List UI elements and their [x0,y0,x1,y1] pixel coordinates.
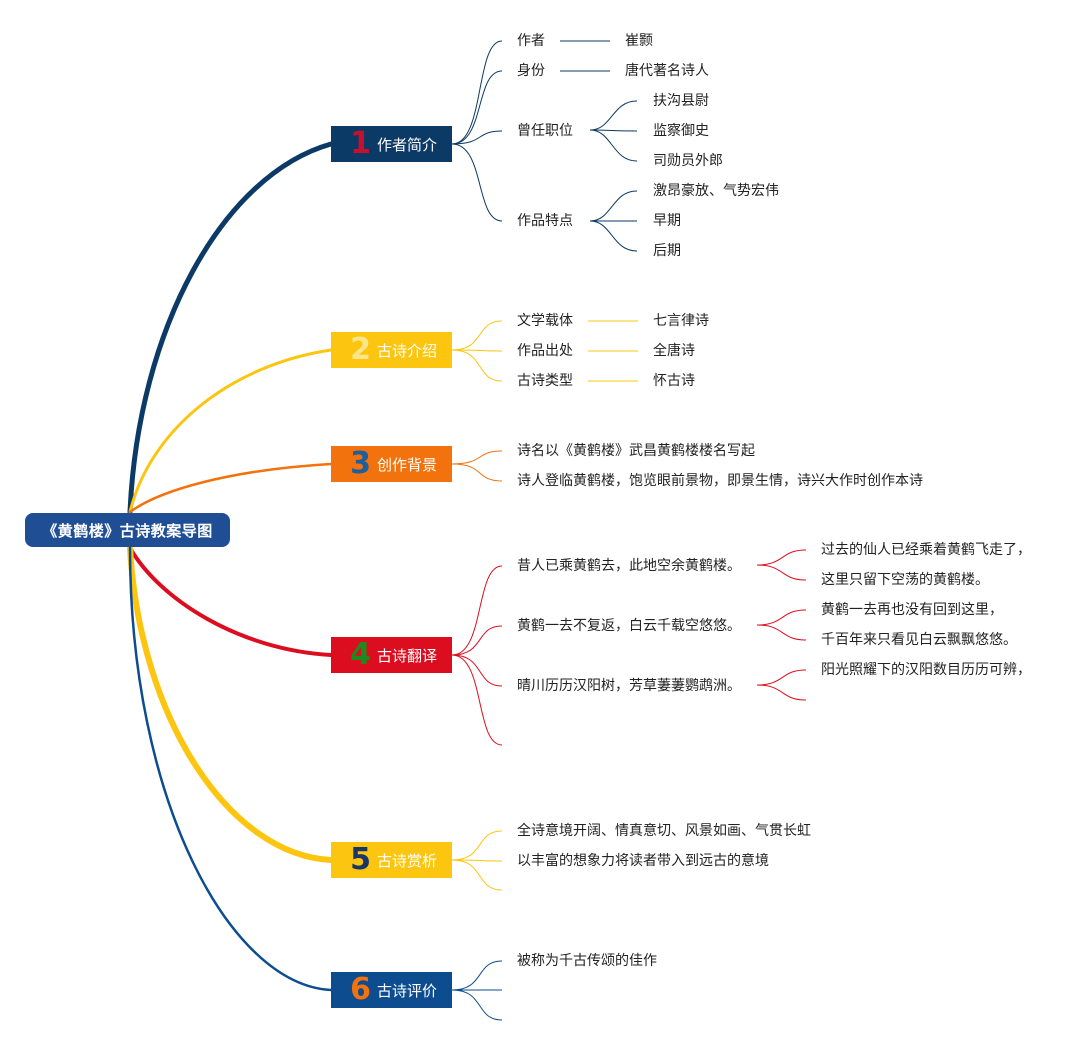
b2-item-2-value[interactable]: 全唐诗 [653,343,695,359]
b2-link-3 [451,349,503,382]
branch-1-number: 1 [350,126,371,161]
b4-line-1-translation-1[interactable]: 过去的仙人已经乘着黄鹤飞走了， [821,542,1031,558]
branch-2-number: 2 [350,332,371,367]
b4-link-3 [451,654,503,687]
root-title: 《黄鹤楼》古诗教案导图 [42,521,213,540]
b1-link-feat-1 [589,190,638,222]
branch-3-node[interactable]: 3 创作背景 [331,446,452,482]
b1-link-positions [451,130,503,145]
b6-item-1[interactable]: 被称为千古传颂的佳作 [517,953,657,969]
b2-link-2 [451,349,503,352]
main-branch-6-line [128,546,333,992]
b2-item-2-label[interactable]: 作品出处 [517,343,573,359]
b1-item-author-label[interactable]: 作者 [517,33,545,49]
b1-feature-2[interactable]: 早期 [653,213,681,229]
root-node[interactable]: 《黄鹤楼》古诗教案导图 [25,513,230,547]
b5-link-2 [451,859,503,862]
b1-item-identity-label[interactable]: 身份 [517,63,545,79]
b3-item-2[interactable]: 诗人登临黄鹤楼，饱览眼前景物，即景生情，诗兴大作时创作本诗 [517,473,923,489]
b1-item-identity-value[interactable]: 唐代著名诗人 [625,63,709,79]
b1-link-feat-3 [589,220,638,252]
b4-link-1b [756,564,807,581]
b1-link-identity [451,70,503,145]
main-branch-4-line [128,546,333,657]
branch-2-label: 古诗介绍 [377,341,438,360]
b1-position-1[interactable]: 扶沟县尉 [653,93,709,109]
b2-item-1-value[interactable]: 七言律诗 [653,313,709,329]
b2-item-1-label[interactable]: 文学载体 [517,313,573,329]
b5-item-1[interactable]: 全诗意境开阔、情真意切、风景如画、气贯长虹 [517,823,811,839]
branch-4-label: 古诗翻译 [377,646,438,665]
b3-item-1[interactable]: 诗名以《黄鹤楼》武昌黄鹤楼楼名写起 [517,443,755,459]
b1-item-author-value[interactable]: 崔颢 [625,33,653,49]
b4-link-2a [756,609,807,626]
b1-feature-1[interactable]: 激昂豪放、气势宏伟 [653,183,779,199]
b4-link-2 [451,625,503,656]
branch-2-node[interactable]: 2 古诗介绍 [331,332,452,368]
b1-item-features-label[interactable]: 作品特点 [517,213,573,229]
b4-line-2-translation-2[interactable]: 千百年来只看见白云飘飘悠悠。 [821,632,1017,648]
branch-6-number: 6 [350,972,371,1007]
main-branch-2-line [128,348,333,514]
b1-link-author [451,40,503,145]
branch-6-node[interactable]: 6 古诗评价 [331,972,452,1008]
main-branch-3-line [128,462,333,514]
branch-5-label: 古诗赏析 [377,851,438,870]
main-branch-5-line [127,545,334,863]
b6-link-1 [451,960,503,991]
b6-link-3 [451,989,503,1021]
b2-item-3-label[interactable]: 古诗类型 [517,373,573,389]
branch-3-label: 创作背景 [377,455,438,474]
main-branch-1-line [127,141,334,515]
b1-link-pos-2 [589,129,638,132]
branch-5-number: 5 [350,842,371,877]
b4-link-2b [756,624,807,641]
b3-link-2 [451,463,503,482]
branch-5-node[interactable]: 5 古诗赏析 [331,842,452,878]
b1-link-pos-3 [589,129,638,162]
b2-link-1 [451,320,503,351]
b4-link-3b [756,684,807,701]
b4-link-3a [756,669,807,686]
b4-line-3[interactable]: 晴川历历汉阳树，芳草萋萋鹦鹉洲。 [517,678,741,694]
b1-position-2[interactable]: 监察御史 [653,123,709,139]
branch-6-label: 古诗评价 [377,981,438,1000]
b4-link-1 [451,565,503,656]
b4-link-4 [451,654,503,746]
b4-line-1[interactable]: 昔人已乘黄鹤去，此地空余黄鹤楼。 [517,558,741,574]
b3-link-1 [451,450,503,465]
b1-link-features [451,143,503,222]
b1-item-positions-label[interactable]: 曾任职位 [517,123,573,139]
b4-line-1-translation-2[interactable]: 这里只留下空荡的黄鹤楼。 [821,572,989,588]
b2-item-3-value[interactable]: 怀古诗 [653,373,695,389]
b5-link-1 [451,830,503,861]
b5-item-2[interactable]: 以丰富的想象力将读者带入到远古的意境 [517,853,769,869]
b1-position-3[interactable]: 司勋员外郎 [653,153,723,169]
branch-3-number: 3 [350,446,371,481]
branch-4-number: 4 [350,637,371,672]
b1-feature-3[interactable]: 后期 [653,243,681,259]
b4-link-1a [756,549,807,566]
b4-line-3-translation-1[interactable]: 阳光照耀下的汉阳数目历历可辨， [821,662,1031,678]
b5-link-3 [451,859,503,891]
b4-line-2-translation-1[interactable]: 黄鹤一去再也没有回到这里， [821,602,1003,618]
branch-1-label: 作者简介 [377,135,438,154]
branch-4-node[interactable]: 4 古诗翻译 [331,637,452,673]
b1-link-pos-1 [589,100,638,131]
b4-line-2[interactable]: 黄鹤一去不复返，白云千载空悠悠。 [517,618,741,634]
branch-1-node[interactable]: 1 作者简介 [331,126,452,162]
